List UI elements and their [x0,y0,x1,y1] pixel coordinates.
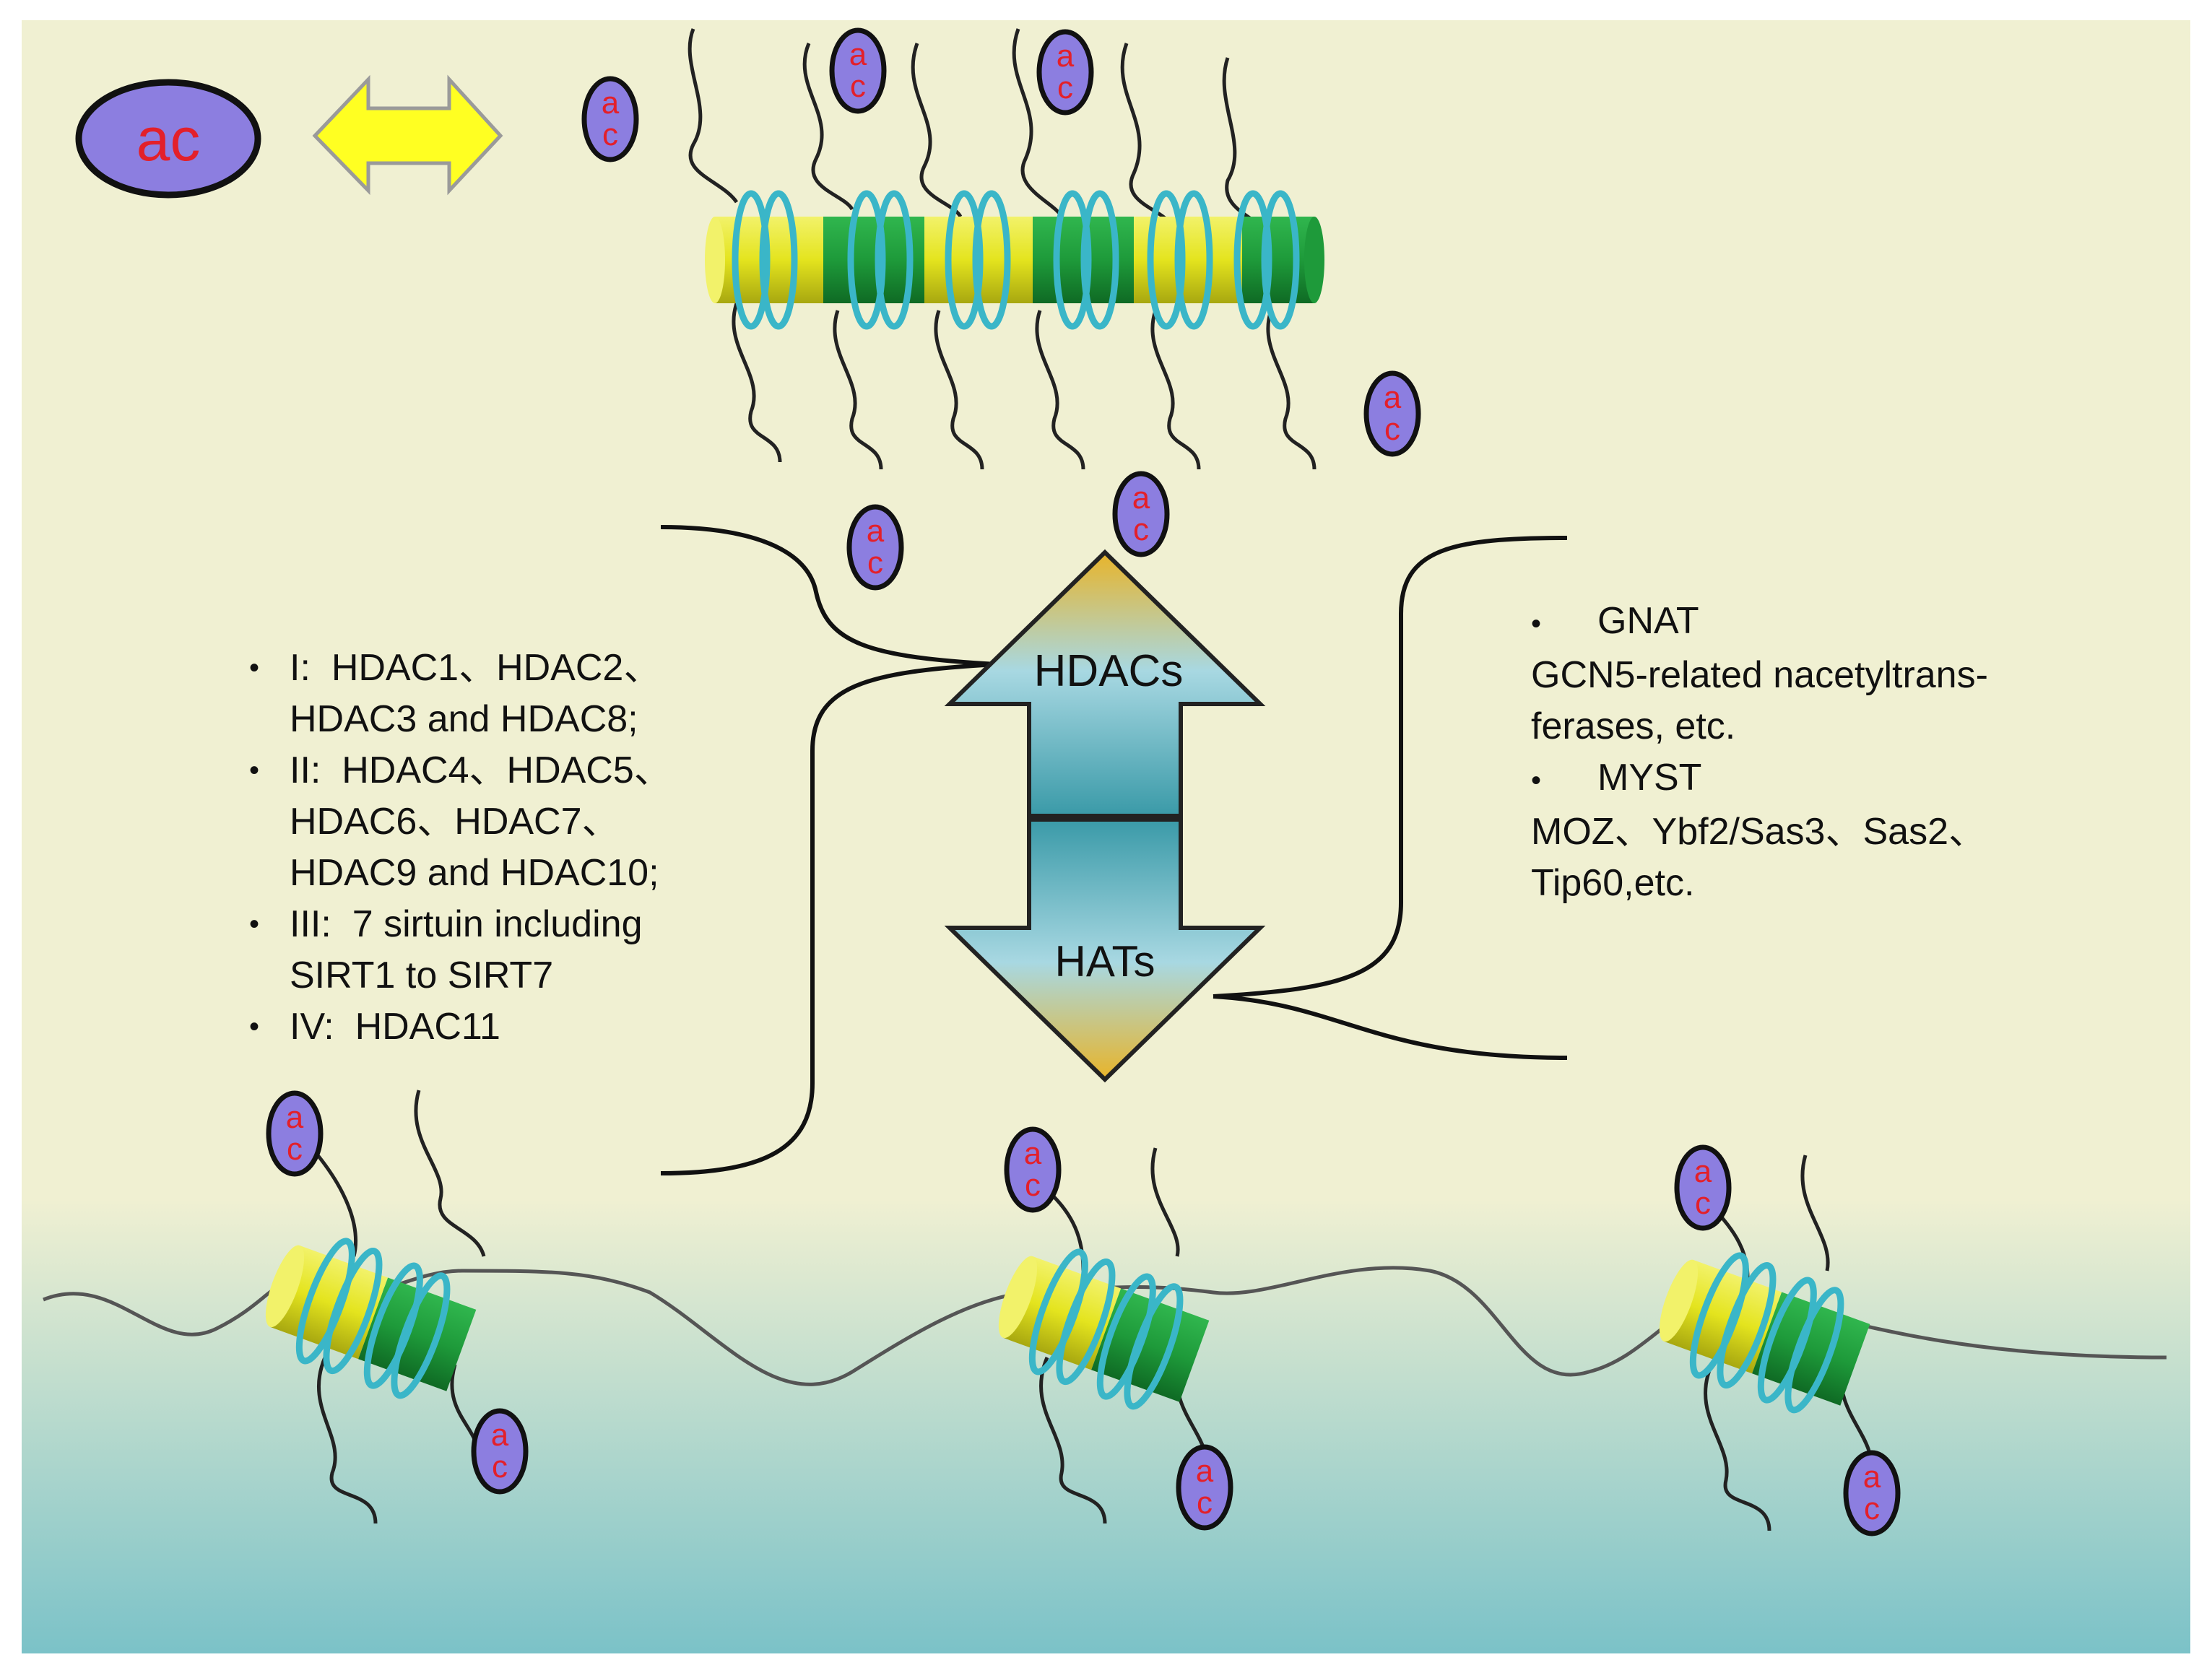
acetyl-letter: a [1384,380,1402,415]
hat-arrow-down [944,817,1266,1083]
hdac-class-4: IV: HDAC11 [249,1001,755,1053]
acetyl-legend-label: ac [136,105,201,173]
hdac-class-1: I: HDAC1、HDAC2、 HDAC3 and HDAC8; [249,643,755,745]
acetyl-letter: a [1694,1154,1712,1189]
acetyl-letter: a [867,513,885,549]
hdac-class-3-line-1: 7 sirtuin including [352,903,643,945]
acetyl-group-icon: ac [1036,29,1094,116]
acetyl-letter: c [1864,1491,1880,1526]
acetyl-group-icon: ac [581,76,639,162]
acetyl-group-icon: ac [471,1408,529,1495]
dna-coils [732,190,1300,330]
histone-tail-lines [688,28,1317,470]
acetyl-group-icon: ac [829,27,887,114]
histone-cylinders [705,217,1324,303]
acetylated-chromatin-fiber [688,28,1324,470]
hdac-bracket-top [660,525,997,666]
hdac-class-4-label: IV: [290,1006,334,1048]
hat-family-2-line-2: Tip60,etc. [1531,862,1695,904]
hdac-class-2-label: II: [290,749,321,791]
acetyl-group-icon: ac [1674,1144,1732,1231]
acetyl-letter: a [1196,1453,1214,1489]
acetyl-letter: c [850,69,866,104]
acetyl-letter: c [1695,1186,1711,1221]
hdac-class-1-line-1: HDAC1、HDAC2、 [331,647,662,689]
hdac-class-1-label: I: [290,647,311,689]
acetyl-letter: c [1384,412,1400,447]
acetyl-letter: c [1057,70,1073,105]
hdac-hat-double-arrow: HDACs HATs [944,549,1266,1083]
hdac-class-1-line-2: HDAC3 and HDAC8; [290,698,638,740]
hat-family-1-line-2: ferases, etc. [1531,705,1736,747]
hdac-bracket-bottom [660,662,997,1175]
hat-family-1-name: GNAT [1531,596,2123,650]
acetyl-letter: c [492,1449,508,1484]
acetyl-group-icon: ac [1843,1450,1901,1536]
deacetylated-chromatin-strand [43,1090,2167,1531]
hdac-class-2-line-2: HDAC6、HDAC7、 [290,801,620,843]
exchange-arrow-icon [312,74,503,196]
acetyl-legend: ac [75,79,261,199]
nucleosome-1 [265,1238,477,1399]
acetyl-letter: a [1863,1459,1881,1495]
hdac-class-3-label: III: [290,903,331,945]
hdac-class-3-line-2: SIRT1 to SIRT7 [290,955,554,996]
acetyl-letter: c [867,545,883,581]
acetyl-letter: a [849,37,867,72]
acetyl-letter: c [602,117,618,152]
acetyl-letter: a [286,1100,304,1135]
hdac-class-3: III: 7 sirtuin including SIRT1 to SIRT7 [249,899,755,1001]
acetyl-legend-ellipse [75,79,261,199]
acetyl-group-icon: ac [1363,370,1421,457]
hat-family-list: GNAT GCN5-related nacetyltrans- ferases,… [1531,596,2123,909]
hdacs-label: HDACs [1034,646,1184,696]
hat-bracket-bottom [1213,994,1568,1060]
hat-bracket-top [1213,536,1568,999]
hdac-class-4-line-1: HDAC11 [355,1006,500,1048]
acetyl-group-icon: ac [846,504,904,591]
acetyl-letter: c [1025,1168,1041,1203]
acetyl-letter: a [1057,38,1075,74]
acetyl-letter: c [1197,1485,1213,1521]
hdac-class-2: II: HDAC4、HDAC5、 HDAC6、HDAC7、 HDAC9 and … [249,745,755,899]
hdac-class-list: I: HDAC1、HDAC2、 HDAC3 and HDAC8; II: HDA… [249,643,755,1053]
acetyl-group-icon: ac [1112,471,1170,557]
acetyl-letter: a [1024,1136,1042,1171]
nucleosome-3 [1659,1252,1870,1414]
acetyl-group-icon: ac [1004,1126,1062,1213]
bottom-gradient-band [22,1199,2190,1653]
hat-family-2-line-1: MOZ、Ybf2/Sas3、Sas2、 [1531,811,1986,853]
hat-family-1-line-1: GCN5-related nacetyltrans- [1531,654,1988,696]
acetyl-group-icon: ac [266,1090,324,1177]
hat-family-2-name: MYST [1531,752,2123,807]
hdac-class-2-line-1: HDAC4、HDAC5、 [342,749,672,791]
acetyl-letter: c [287,1131,303,1167]
nucleosome-2 [998,1248,1210,1410]
hdac-class-2-line-3: HDAC9 and HDAC10; [290,852,659,894]
acetyl-group-icon: ac [1176,1444,1233,1531]
acetyl-letter: a [1132,480,1150,516]
acetyl-letter: c [1133,512,1149,547]
acetyl-letter: a [491,1417,509,1453]
hats-label: HATs [1055,937,1155,986]
enzyme-brackets [660,525,1568,1175]
acetyl-letter: a [602,85,620,121]
